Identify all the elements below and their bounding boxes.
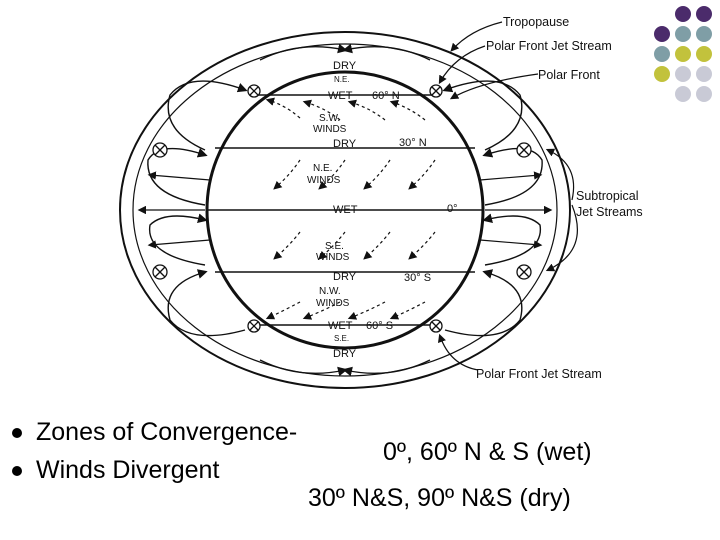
- bullet-text: Winds Divergent: [36, 456, 220, 484]
- label-winds-sw: WINDS: [313, 124, 347, 135]
- label-lat-30s: 30° S: [404, 272, 431, 284]
- bullet-dot-icon: [12, 466, 22, 477]
- label-winds-nw: WINDS: [316, 298, 350, 309]
- latitude-lines: [207, 94, 483, 326]
- label-lat-30n: 30° N: [399, 137, 427, 149]
- decorative-dot: [654, 46, 670, 62]
- decorative-dot: [696, 66, 712, 82]
- callout-polar-front-jet-top: Polar Front Jet Stream: [486, 39, 612, 53]
- decorative-dot-grid: [646, 6, 720, 108]
- surface-wind-arrows: [265, 97, 436, 320]
- band-labels: DRY N.E. WET 60° N S.W. WINDS DRY 30° N …: [307, 60, 458, 360]
- decorative-dot: [696, 86, 712, 102]
- callout-polar-front: Polar Front: [538, 68, 600, 82]
- jet-symbol-polar-nw: [247, 84, 261, 98]
- label-ne: N.E.: [313, 163, 332, 174]
- jet-symbol-sub-nw: [152, 142, 168, 158]
- label-ne-top: N.E.: [334, 75, 350, 84]
- label-wet-top: WET: [328, 90, 353, 102]
- label-lat-60s: 60° S: [366, 320, 393, 332]
- outflow-arrows: [137, 171, 553, 249]
- decorative-dot: [675, 46, 691, 62]
- label-dry-bottom: DRY: [333, 348, 357, 360]
- decorative-dot: [654, 26, 670, 42]
- callout-tropopause: Tropopause: [503, 15, 569, 29]
- note-dry: 30º N&S, 90º N&S (dry): [308, 484, 571, 512]
- decorative-dot: [696, 26, 712, 42]
- circulation-cells: [147, 43, 543, 377]
- label-sw: S.W.: [319, 113, 340, 124]
- label-dry-top: DRY: [333, 60, 357, 72]
- jet-symbol-sub-ne: [516, 142, 532, 158]
- jet-stream-symbols: [152, 84, 532, 333]
- bullet-list: Zones of Convergence- Winds Divergent: [12, 414, 712, 534]
- note-wet: 0º, 60º N & S (wet): [383, 438, 592, 466]
- decorative-dot: [675, 6, 691, 22]
- label-wet-eq: WET: [333, 204, 358, 216]
- bullet-item-divergent: Winds Divergent: [12, 456, 219, 485]
- label-dry-30n: DRY: [333, 138, 357, 150]
- decorative-dot: [696, 6, 712, 22]
- jet-symbol-polar-ne: [429, 84, 443, 98]
- label-dry-30s: DRY: [333, 271, 357, 283]
- callout-subtropical-line1: Subtropical: [576, 189, 639, 203]
- jet-symbol-sub-se: [516, 264, 532, 280]
- global-circulation-diagram: Tropopause Polar Front Jet Stream Polar …: [119, 15, 643, 389]
- bullet-dot-icon: [12, 428, 22, 439]
- jet-symbol-polar-sw: [247, 319, 261, 333]
- jet-symbol-sub-sw: [152, 264, 168, 280]
- decorative-dot: [696, 46, 712, 62]
- decorative-dot: [654, 66, 670, 82]
- callout-leaders: [437, 21, 578, 371]
- decorative-dot: [675, 26, 691, 42]
- bullet-text: Zones of Convergence-: [36, 418, 298, 446]
- label-wet-bottom: WET: [328, 320, 353, 332]
- tropopause-outline: [119, 31, 571, 389]
- label-winds-se: WINDS: [316, 252, 350, 263]
- callout-polar-front-jet-bottom: Polar Front Jet Stream: [476, 367, 602, 381]
- label-lat-0: 0°: [447, 203, 458, 215]
- label-nw: N.W.: [319, 286, 341, 297]
- decorative-dot: [675, 66, 691, 82]
- callout-subtropical-line2: Jet Streams: [576, 205, 643, 219]
- label-se: S.E.: [325, 241, 344, 252]
- jet-symbol-polar-se: [429, 319, 443, 333]
- label-lat-60n: 60° N: [372, 90, 400, 102]
- decorative-dot: [675, 86, 691, 102]
- label-se-bottom: S.E.: [334, 334, 349, 343]
- bullet-item-convergence: Zones of Convergence-: [12, 418, 297, 447]
- label-winds-ne: WINDS: [307, 175, 341, 186]
